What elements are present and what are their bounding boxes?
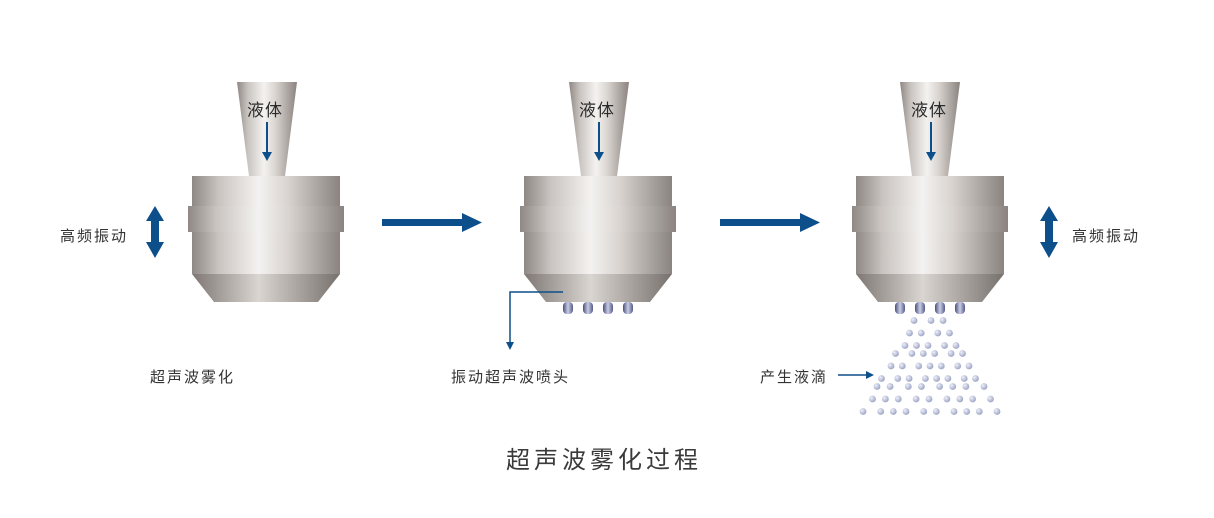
droplet: [919, 350, 927, 357]
droplet: [859, 408, 867, 415]
droplet: [927, 317, 935, 324]
nozzle-body-upper-1: [192, 176, 340, 206]
nozzle-cone-2: [524, 274, 672, 302]
droplet: [886, 383, 894, 390]
droplet: [941, 342, 948, 349]
droplet: [878, 375, 885, 382]
liquid-flow-arrowhead-3: [926, 152, 936, 161]
nozzle-collar-1: [188, 206, 344, 232]
droplet: [962, 383, 970, 390]
leader-line-spray-head: [509, 291, 563, 344]
droplet: [877, 408, 885, 415]
nozzle-1: [188, 82, 344, 302]
droplet: [944, 375, 952, 382]
vibration-label-right: 高频振动: [1072, 227, 1141, 245]
droplet: [925, 395, 933, 403]
nozzle-collar-3: [852, 206, 1008, 232]
spray-tips-3: [895, 302, 965, 314]
nozzle-collar-2: [520, 206, 676, 232]
droplet: [912, 395, 920, 403]
droplet: [926, 362, 934, 370]
droplet: [910, 317, 918, 324]
droplet: [887, 362, 895, 370]
droplet: [894, 395, 902, 403]
droplet: [937, 362, 945, 370]
droplet: [889, 408, 897, 415]
droplet: [873, 383, 881, 390]
droplet: [960, 375, 968, 382]
droplet-spray: [859, 317, 1001, 415]
diagram-title: 超声波雾化过程: [506, 446, 702, 474]
droplet: [894, 375, 902, 382]
nozzle-2: [506, 82, 676, 350]
droplet: [915, 362, 923, 370]
liquid-flow-arrowhead-2: [594, 152, 604, 161]
caption-vibrating-spray-head: 振动超声波喷头: [451, 368, 571, 386]
droplet: [904, 383, 912, 390]
nozzle-body-upper-3: [856, 176, 1004, 206]
droplet: [939, 317, 947, 324]
droplet: [965, 362, 973, 370]
liquid-label-3: 液体: [911, 101, 947, 121]
process-arrow-1: [382, 213, 482, 232]
droplet: [908, 350, 916, 357]
droplet: [869, 395, 876, 403]
droplet: [898, 362, 906, 370]
nozzle-cone-1: [192, 274, 340, 302]
droplet: [906, 329, 913, 337]
droplet-pointer-arrowhead: [866, 371, 874, 379]
droplet: [946, 329, 953, 337]
nozzle-cone-3: [856, 274, 1004, 302]
nozzle-body-lower-3: [856, 232, 1004, 274]
droplet: [931, 350, 939, 357]
droplet: [892, 350, 899, 357]
droplet: [980, 383, 988, 390]
droplet: [918, 383, 925, 390]
droplet: [920, 408, 928, 415]
nozzle-body-upper-2: [524, 176, 672, 206]
droplet: [936, 383, 943, 390]
droplet: [969, 395, 976, 403]
droplet: [932, 408, 940, 415]
droplet: [882, 395, 889, 403]
vibration-arrow-right: [1040, 206, 1058, 258]
droplet: [934, 329, 942, 337]
droplet: [993, 408, 1001, 415]
caption-ultrasonic-atomization: 超声波雾化: [150, 368, 236, 386]
droplet: [924, 342, 932, 349]
spray-tips-2: [563, 302, 633, 314]
droplet: [947, 350, 955, 357]
droplet: [913, 342, 920, 349]
nozzle-3: [838, 82, 1008, 415]
liquid-label-2: 液体: [579, 101, 615, 121]
droplet: [975, 408, 983, 415]
caption-droplets-produced: 产生液滴: [760, 368, 829, 386]
leader-arrowhead-spray-head: [506, 342, 514, 350]
droplet: [959, 350, 966, 357]
process-arrow-2: [720, 213, 820, 232]
droplet: [902, 408, 910, 415]
droplet: [950, 408, 958, 415]
liquid-flow-arrowhead-1: [262, 152, 272, 161]
droplet: [933, 375, 940, 382]
droplet: [963, 408, 971, 415]
droplet: [949, 383, 957, 390]
liquid-label-1: 液体: [247, 101, 283, 121]
droplet: [956, 395, 964, 403]
droplet: [972, 375, 979, 382]
droplet: [943, 395, 951, 403]
droplet: [922, 375, 929, 382]
droplet: [987, 395, 994, 403]
vibration-arrow-left: [146, 206, 164, 258]
nozzle-body-lower-2: [524, 232, 672, 274]
droplet: [954, 362, 962, 370]
droplet: [905, 375, 913, 382]
droplet: [917, 329, 925, 337]
droplet: [901, 342, 909, 349]
nozzle-body-lower-1: [192, 232, 340, 274]
vibration-label-left: 高频振动: [60, 227, 129, 245]
droplet: [952, 342, 960, 349]
